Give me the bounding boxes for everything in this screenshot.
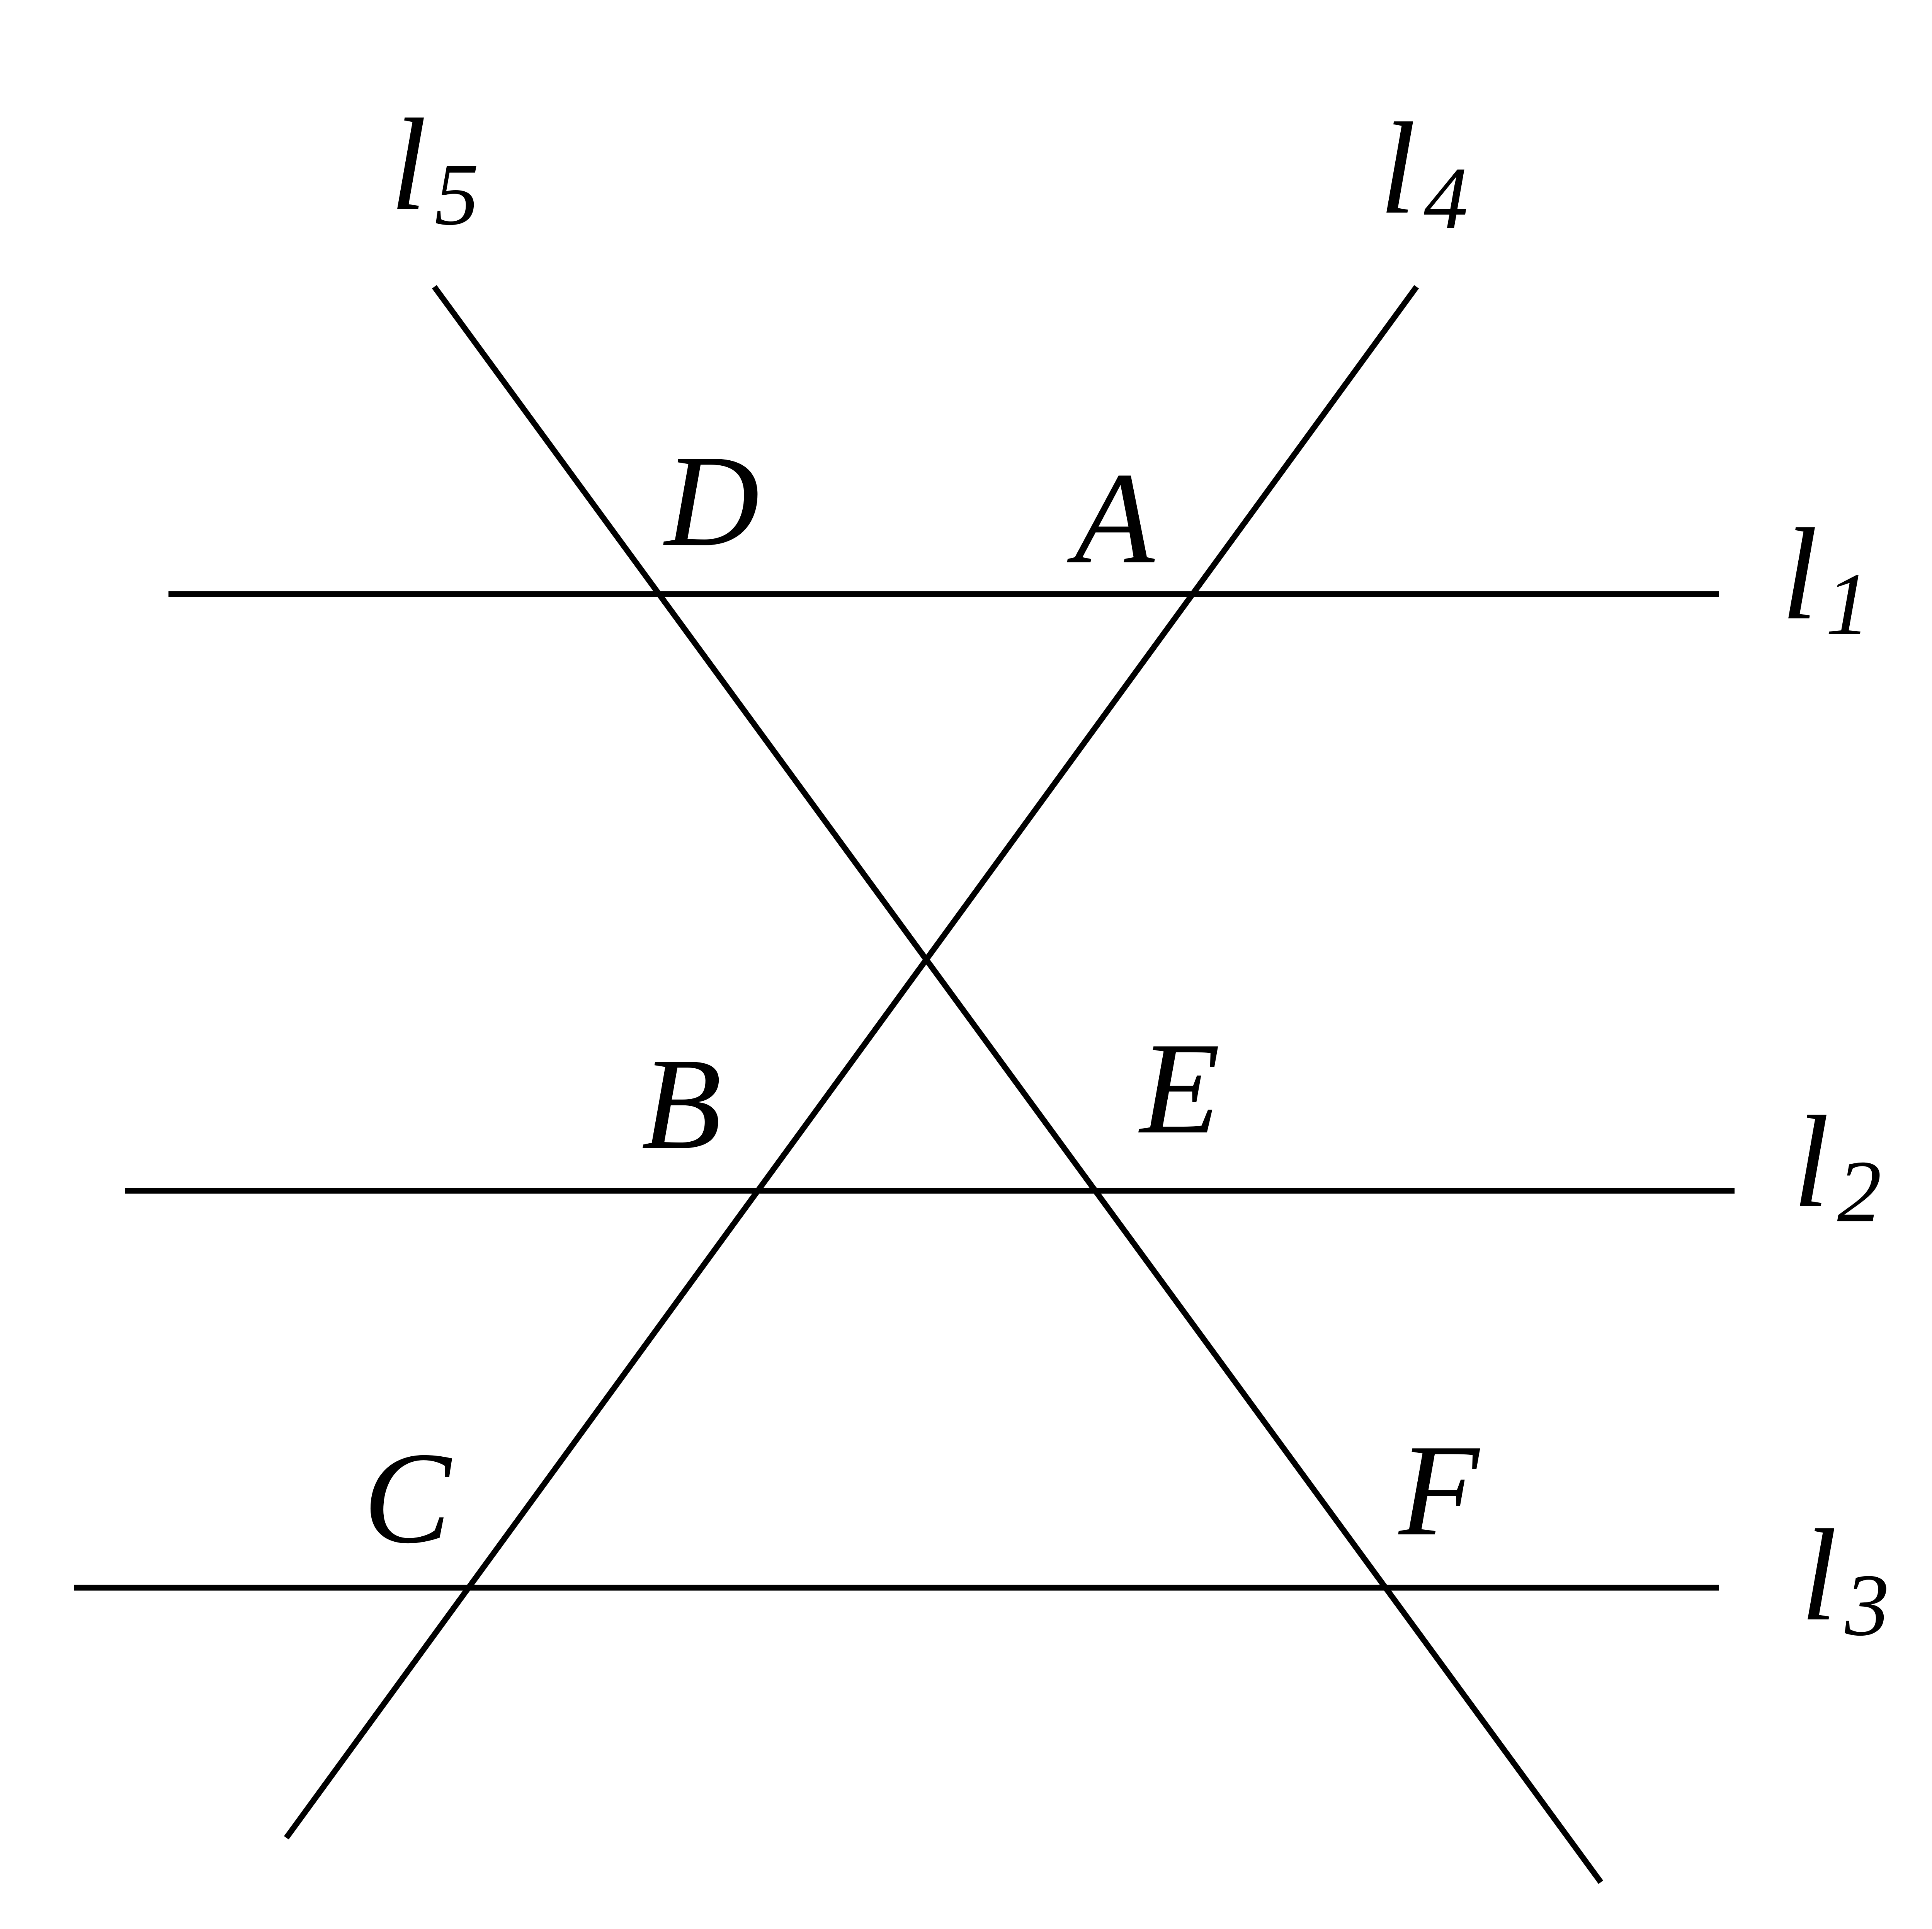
point-label-D: D [663, 428, 760, 574]
label-l4: l4 [1379, 95, 1468, 247]
label-l2: l2 [1793, 1089, 1881, 1241]
label-l5: l5 [390, 92, 479, 243]
point-label-F: F [1397, 1417, 1481, 1563]
point-label-B: B [641, 1031, 722, 1176]
point-label-C: C [363, 1425, 454, 1571]
point-label-E: E [1138, 1015, 1220, 1161]
label-l1: l1 [1781, 501, 1870, 653]
label-l3: l3 [1801, 1502, 1889, 1654]
line-l5 [432, 285, 1604, 1884]
point-label-A: A [1066, 445, 1156, 591]
line-l4 [284, 285, 1419, 1840]
